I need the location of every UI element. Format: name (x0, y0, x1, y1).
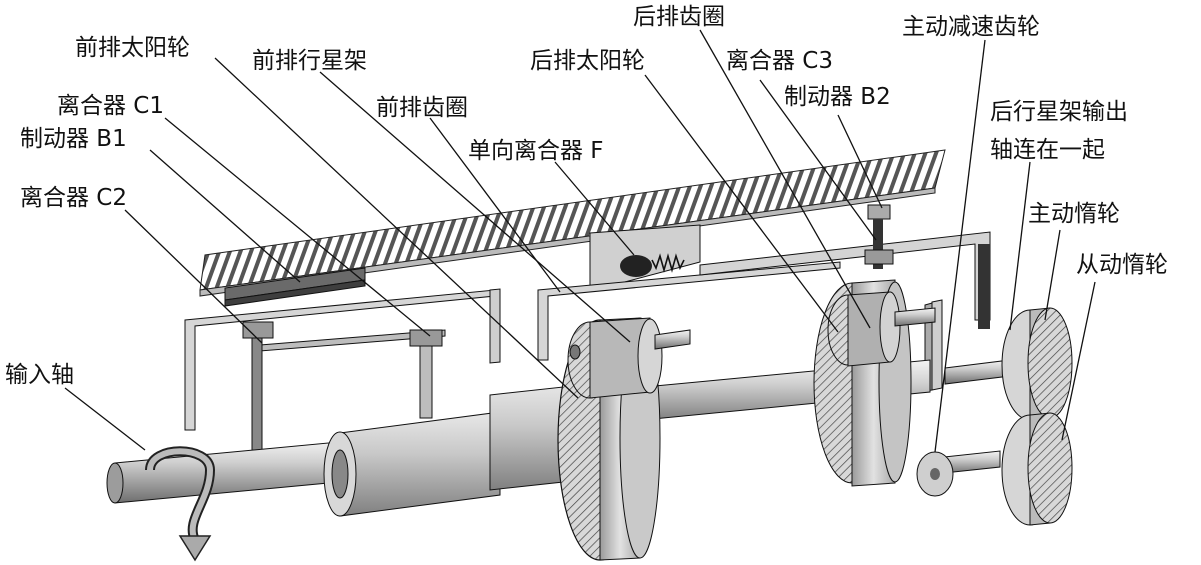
label-clutch-c3: 离合器 C3 (726, 48, 833, 74)
label-clutch-c1: 离合器 C1 (57, 93, 164, 119)
drive-reduction-gear (916, 450, 1001, 497)
label-drive-idler: 主动惰轮 (1028, 201, 1120, 227)
label-rear-sun-gear: 后排太阳轮 (530, 48, 645, 74)
driven-idler (1001, 412, 1073, 526)
rear-sun-gear (827, 291, 936, 367)
one-way-clutch-f-housing (589, 224, 701, 288)
label-brake-b2: 制动器 B2 (784, 84, 891, 110)
labels: 前排太阳轮 前排行星架 离合器 C1 制动器 B1 离合器 C2 输入轴 前排齿… (5, 4, 1168, 388)
label-rear-carrier-output-line1: 后行星架输出 (990, 99, 1128, 125)
label-clutch-c2: 离合器 C2 (20, 185, 127, 211)
drive-idler (944, 307, 1073, 421)
label-front-ring-gear: 前排齿圈 (376, 95, 468, 121)
rotation-arrow (145, 446, 216, 562)
leader-lines (64, 29, 1096, 453)
label-one-way-clutch-f: 单向离合器 F (468, 138, 604, 164)
label-brake-b1: 制动器 B1 (20, 126, 127, 152)
clutch-drum (323, 411, 501, 517)
input-shaft (106, 439, 361, 504)
label-driven-idler: 从动惰轮 (1076, 252, 1168, 278)
label-front-sun-gear: 前排太阳轮 (75, 35, 190, 61)
label-drive-reduction-gear: 主动减速齿轮 (902, 14, 1040, 40)
transmission-housing (199, 149, 946, 297)
label-rear-carrier-output-line2: 轴连在一起 (990, 137, 1105, 163)
brake-b1-pack (224, 267, 366, 307)
label-front-planet-carrier: 前排行星架 (252, 48, 367, 74)
label-rear-ring-gear: 后排齿圈 (633, 4, 725, 30)
clutch-c1-hub (242, 321, 446, 459)
label-input-shaft: 输入轴 (5, 362, 74, 388)
clutch-c2-housing (184, 288, 501, 431)
front-planet-carrier-gear (567, 317, 691, 399)
